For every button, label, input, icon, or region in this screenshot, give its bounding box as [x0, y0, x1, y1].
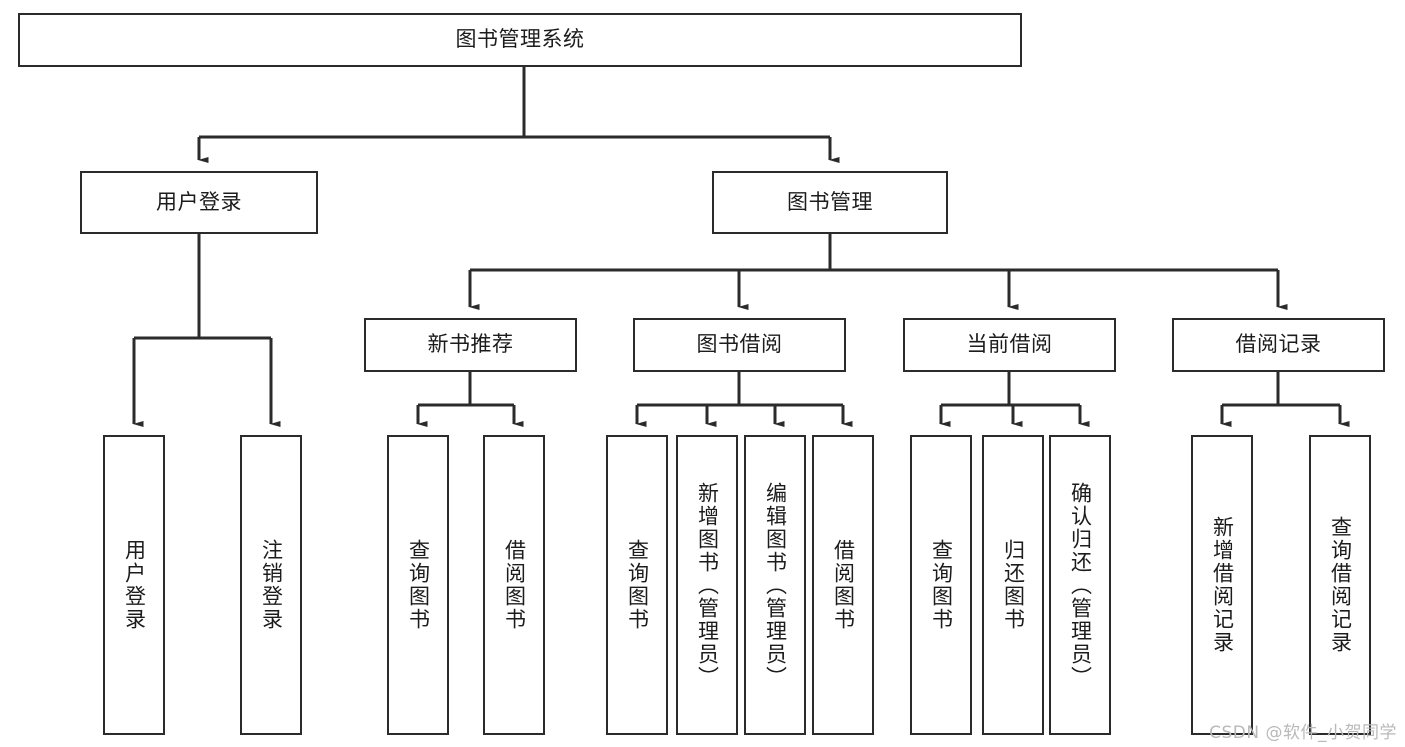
leaf-bb-borrow-book[interactable]: 借阅图书	[812, 435, 874, 735]
node-root-label: 图书管理系统	[455, 27, 585, 52]
leaf-rec-add-record-label: 新增借阅记录	[1210, 516, 1235, 654]
leaf-cb-return-book-label: 归还图书	[1001, 539, 1026, 631]
leaf-rec-query-record-label: 查询借阅记录	[1328, 516, 1353, 654]
leaf-cb-query-book[interactable]: 查询图书	[910, 435, 972, 735]
node-current-borrow-label: 当前借阅	[966, 332, 1053, 357]
leaf-user-logout-label: 注销登录	[259, 539, 284, 631]
node-book-borrow-label: 图书借阅	[696, 332, 783, 357]
leaf-bb-borrow-book-label: 借阅图书	[831, 539, 856, 631]
leaf-bb-edit-book-admin-label: 编辑图书（管理员）	[763, 481, 788, 689]
leaf-bb-edit-book-admin[interactable]: 编辑图书（管理员）	[744, 435, 806, 735]
leaf-cb-return-book[interactable]: 归还图书	[982, 435, 1044, 735]
node-borrow-record-label: 借阅记录	[1235, 332, 1322, 357]
leaf-rec-query-record[interactable]: 查询借阅记录	[1309, 435, 1371, 735]
node-user-login[interactable]: 用户登录	[80, 171, 318, 234]
node-book-management[interactable]: 图书管理	[712, 171, 948, 234]
leaf-nb-query-book[interactable]: 查询图书	[387, 435, 449, 735]
leaf-user-logout[interactable]: 注销登录	[240, 435, 302, 735]
leaf-cb-confirm-return-admin[interactable]: 确认归还（管理员）	[1049, 435, 1111, 735]
leaf-cb-confirm-return-admin-label: 确认归还（管理员）	[1068, 481, 1093, 689]
node-borrow-record[interactable]: 借阅记录	[1172, 318, 1385, 372]
leaf-nb-borrow-book-label: 借阅图书	[502, 539, 527, 631]
node-user-login-label: 用户登录	[156, 189, 242, 214]
node-root[interactable]: 图书管理系统	[18, 13, 1022, 67]
leaf-bb-add-book-admin[interactable]: 新增图书（管理员）	[676, 435, 738, 735]
node-current-borrow[interactable]: 当前借阅	[903, 318, 1116, 372]
node-book-management-label: 图书管理	[787, 189, 873, 214]
leaf-rec-add-record[interactable]: 新增借阅记录	[1191, 435, 1253, 735]
leaf-bb-query-book-label: 查询图书	[625, 539, 650, 631]
leaf-bb-add-book-admin-label: 新增图书（管理员）	[695, 481, 720, 689]
leaf-user-login-label: 用户登录	[122, 539, 147, 631]
node-new-book-recommend-label: 新书推荐	[427, 332, 514, 357]
leaf-nb-borrow-book[interactable]: 借阅图书	[483, 435, 545, 735]
node-book-borrow[interactable]: 图书借阅	[633, 318, 846, 372]
leaf-cb-query-book-label: 查询图书	[929, 539, 954, 631]
node-new-book-recommend[interactable]: 新书推荐	[364, 318, 577, 372]
leaf-user-login[interactable]: 用户登录	[103, 435, 165, 735]
leaf-nb-query-book-label: 查询图书	[406, 539, 431, 631]
leaf-bb-query-book[interactable]: 查询图书	[606, 435, 668, 735]
